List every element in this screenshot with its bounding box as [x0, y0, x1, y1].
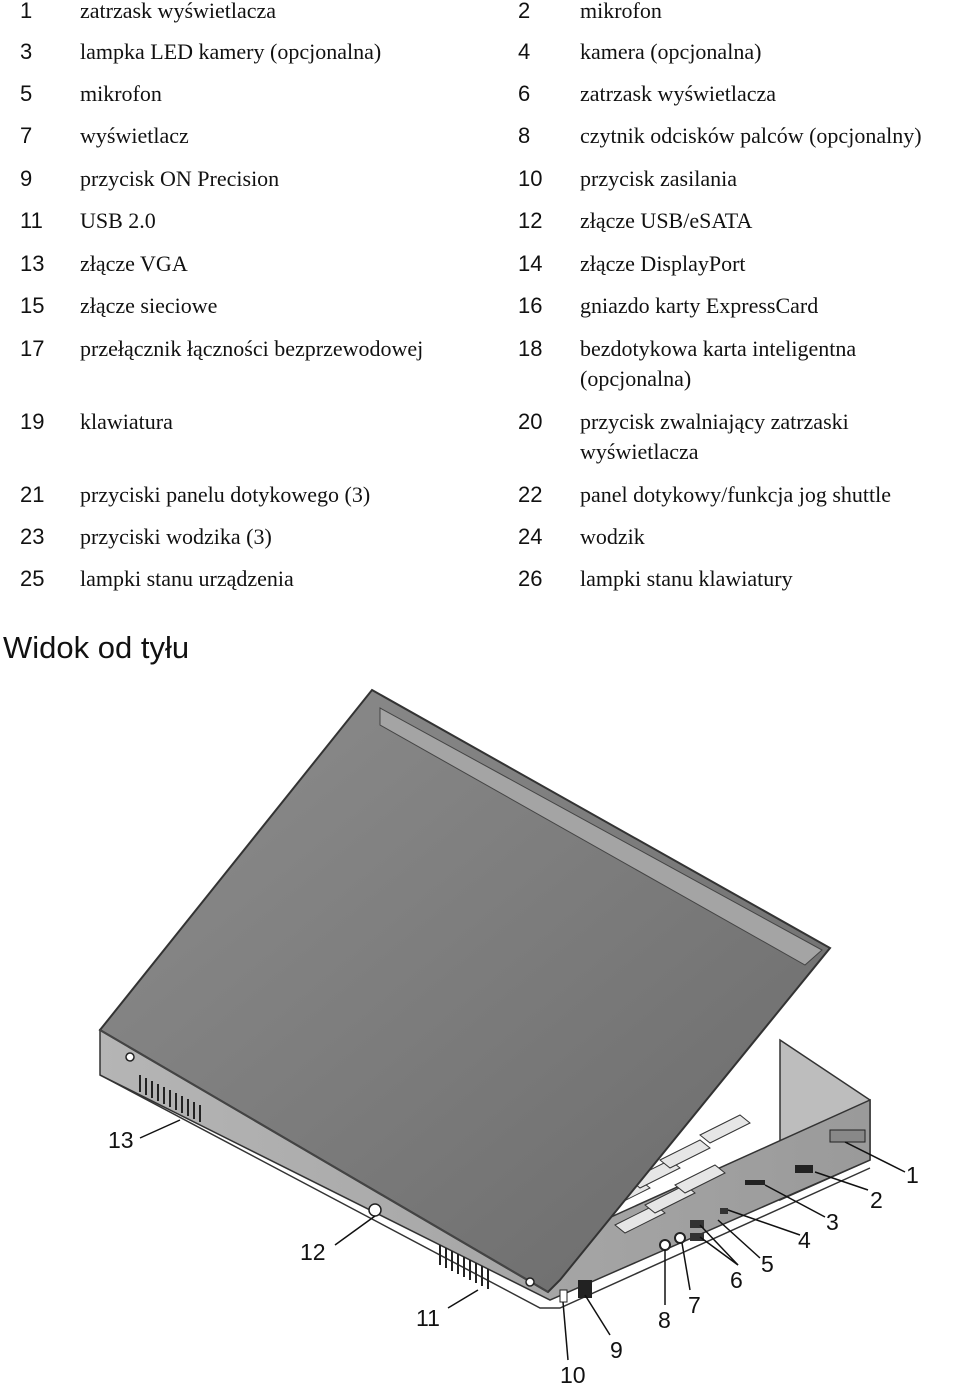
ethernet-port [578, 1280, 592, 1298]
legend-label: złącze USB/eSATA [580, 208, 753, 233]
callout-6: 6 [730, 1267, 743, 1293]
screw-hole [125, 1052, 135, 1062]
legend-number: 7 [20, 123, 33, 148]
legend-label: wyświetlacz [80, 123, 189, 148]
legend-label: kamera (opcjonalna) [580, 39, 762, 64]
callout-7: 7 [688, 1292, 701, 1318]
legend-number: 4 [518, 39, 531, 64]
legend-label: przycisk zasilania [580, 166, 737, 191]
usb-port [690, 1233, 704, 1241]
legend-number: 1 [20, 0, 33, 23]
callout-lines [139, 1119, 906, 1361]
legend-number: 14 [518, 251, 543, 276]
callout-12: 12 [300, 1239, 326, 1265]
legend-label: mikrofon [580, 0, 662, 23]
legend-label: przyciski panelu dotykowego (3) [80, 482, 371, 507]
legend-number: 21 [20, 482, 45, 507]
optical-drive [829, 1129, 866, 1143]
callout-10: 10 [560, 1362, 586, 1388]
legend-number: 19 [20, 409, 45, 434]
audio-jack [659, 1239, 671, 1251]
legend-number: 24 [518, 524, 543, 549]
laptop-back-view-figure: 1 2 3 4 5 6 7 8 9 10 11 12 13 [0, 680, 960, 1391]
legend-number: 22 [518, 482, 543, 507]
legend-label: lampka LED kamery (opcjonalna) [80, 39, 382, 64]
legend-label: gniazdo karty ExpressCard [580, 293, 819, 318]
legend-label: lampki stanu klawiatury [580, 566, 793, 591]
legend-label: bezdotykowa karta inteligentna [580, 336, 857, 361]
legend-label: czytnik odcisków palców (opcjonalny) [580, 123, 922, 148]
usb-port [690, 1220, 704, 1228]
legend-number: 17 [20, 336, 45, 361]
legend-number: 23 [20, 524, 45, 549]
legend-label: przycisk ON Precision [80, 166, 280, 191]
laptop-lid [98, 688, 832, 1294]
legend-number: 13 [20, 251, 45, 276]
callout-13: 13 [108, 1127, 134, 1153]
ieee-port [720, 1208, 728, 1214]
usb-esata-port [795, 1165, 813, 1173]
legend-number: 12 [518, 208, 543, 233]
legend-label: wodzik [580, 524, 645, 549]
vent-left [139, 1075, 201, 1122]
lid-top-strip [379, 707, 823, 966]
legend-label-continued: wyświetlacza [580, 439, 699, 464]
legend-number: 20 [518, 409, 543, 434]
legend-number: 9 [20, 166, 33, 191]
legend-number: 2 [518, 0, 531, 23]
vent-back [439, 1245, 489, 1289]
legend-number: 26 [518, 566, 543, 591]
legend-number: 16 [518, 293, 543, 318]
legend-label: przyciski wodzika (3) [80, 524, 272, 549]
legend-label: złącze DisplayPort [580, 251, 746, 276]
callout-3: 3 [826, 1209, 839, 1235]
legend-label: złącze sieciowe [80, 293, 218, 318]
audio-jack [674, 1232, 686, 1244]
legend-label: lampki stanu urządzenia [80, 566, 294, 591]
callout-2: 2 [870, 1187, 883, 1213]
legend-label: zatrzask wyświetlacza [580, 81, 777, 106]
legend-label: zatrzask wyświetlacza [80, 0, 277, 23]
callout-4: 4 [798, 1227, 811, 1253]
legend-label: przełącznik łączności bezprzewodowej [80, 336, 424, 361]
section-title: Widok od tyłu [3, 630, 190, 665]
legend-number: 25 [20, 566, 45, 591]
legend-label: USB 2.0 [80, 208, 156, 233]
legend-label-continued: (opcjonalna) [580, 366, 692, 391]
legend-number: 18 [518, 336, 543, 361]
legend-number: 5 [20, 81, 33, 106]
legend-number: 6 [518, 81, 531, 106]
legend-label: mikrofon [80, 81, 162, 106]
legend-label: przycisk zwalniający zatrzaski [580, 409, 849, 434]
legend-label: złącze VGA [80, 251, 188, 276]
callout-9: 9 [610, 1337, 623, 1363]
legend-number: 3 [20, 39, 33, 64]
legend-number: 8 [518, 123, 531, 148]
callout-8: 8 [658, 1307, 671, 1333]
callout-1: 1 [906, 1162, 919, 1188]
legend-label: panel dotykowy/funkcja jog shuttle [580, 482, 891, 507]
keyboard-keys [599, 1114, 751, 1234]
callout-11: 11 [416, 1305, 440, 1331]
legend-label: klawiatura [80, 409, 173, 434]
screw-hole [525, 1277, 535, 1287]
callout-5: 5 [761, 1251, 774, 1277]
card-reader-slot [745, 1180, 765, 1185]
laptop-illustration: 1 2 3 4 5 6 7 8 9 10 11 12 13 [98, 688, 919, 1388]
legend-number: 11 [20, 208, 43, 233]
legend-number: 15 [20, 293, 45, 318]
legend-number: 10 [518, 166, 543, 191]
security-slot [559, 1289, 568, 1303]
power-connector [368, 1203, 382, 1217]
